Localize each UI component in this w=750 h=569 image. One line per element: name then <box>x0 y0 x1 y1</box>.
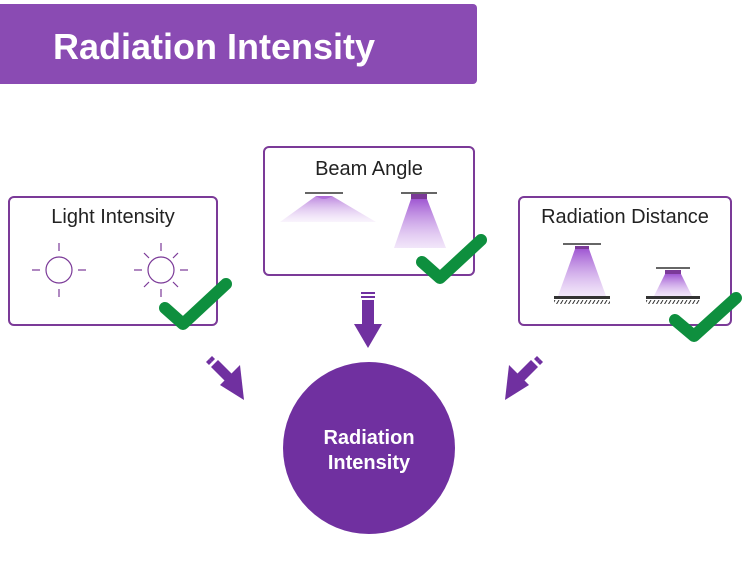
result-line-1: Radiation <box>283 426 455 451</box>
far-lamp-icon <box>554 244 610 304</box>
result-label: Radiation Intensity <box>283 426 455 476</box>
dim-sun-icon <box>32 243 86 297</box>
near-lamp-icon <box>646 268 700 304</box>
radiation-intensity-circle: Radiation Intensity <box>283 362 455 534</box>
arrow-down-icon <box>354 292 382 348</box>
bright-sun-icon <box>134 243 188 297</box>
result-line-2: Intensity <box>283 451 455 476</box>
arrow-down-right-icon <box>206 356 244 400</box>
arrow-down-left-icon <box>505 356 543 400</box>
wide-beam-icon <box>280 193 376 222</box>
narrow-beam-icon <box>394 193 446 248</box>
check-icon <box>165 284 226 324</box>
